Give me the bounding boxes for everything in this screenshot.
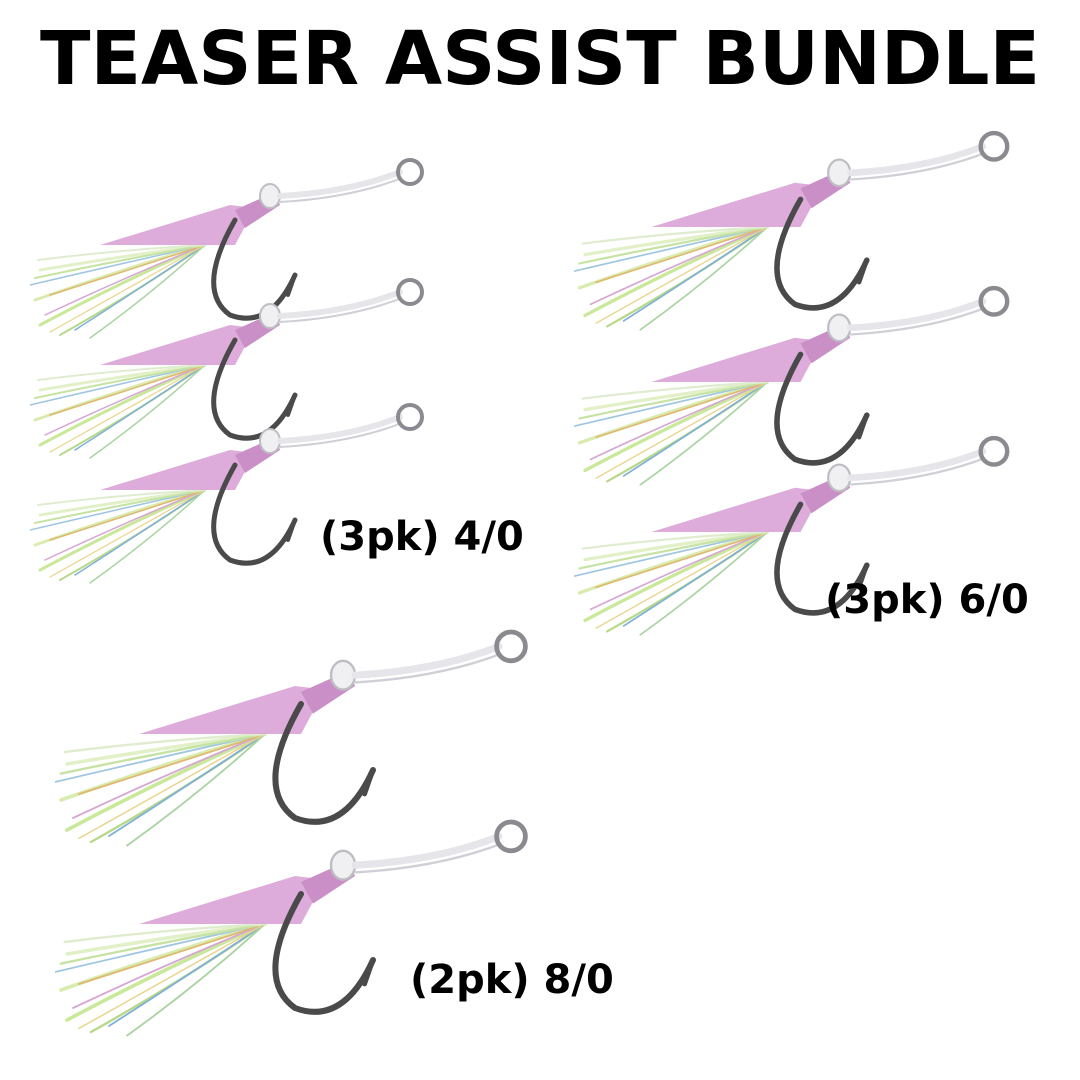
product-group-4-0: (3pk) 4/0 [30, 150, 540, 650]
product-group-6-0: (3pk) 6/0 [560, 122, 1060, 642]
product-label: (3pk) 4/0 [320, 514, 524, 560]
product-label: (3pk) 6/0 [825, 577, 1029, 623]
page-title: TEASER ASSIST BUNDLE [39, 16, 1041, 102]
assist-hook-icon [55, 810, 535, 1038]
product-group-8-0: (2pk) 8/0 [55, 620, 615, 1070]
product-label: (2pk) 8/0 [410, 957, 614, 1003]
